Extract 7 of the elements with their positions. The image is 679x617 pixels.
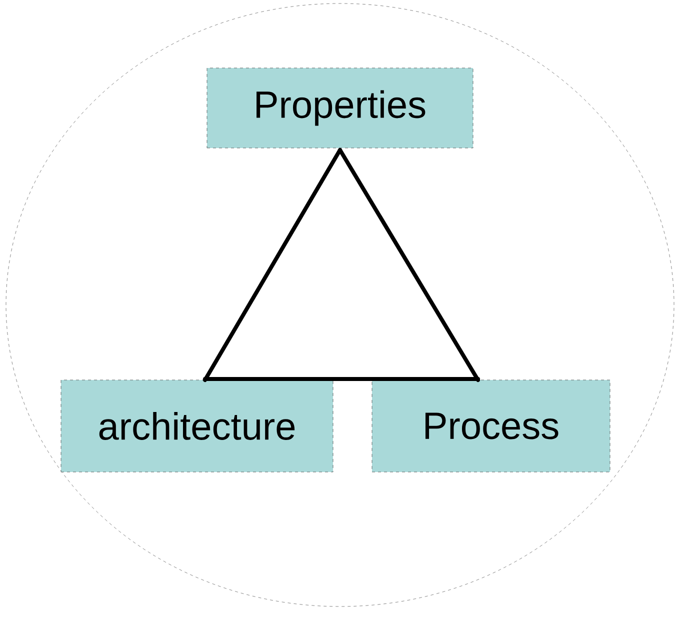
dashed-circle xyxy=(6,3,674,607)
connector-line xyxy=(338,148,480,382)
label-box: Properties xyxy=(206,68,474,148)
label-box: architecture xyxy=(60,380,334,472)
connector-line xyxy=(203,148,342,382)
label-box: Process xyxy=(372,380,610,472)
connector-line xyxy=(203,376,480,381)
